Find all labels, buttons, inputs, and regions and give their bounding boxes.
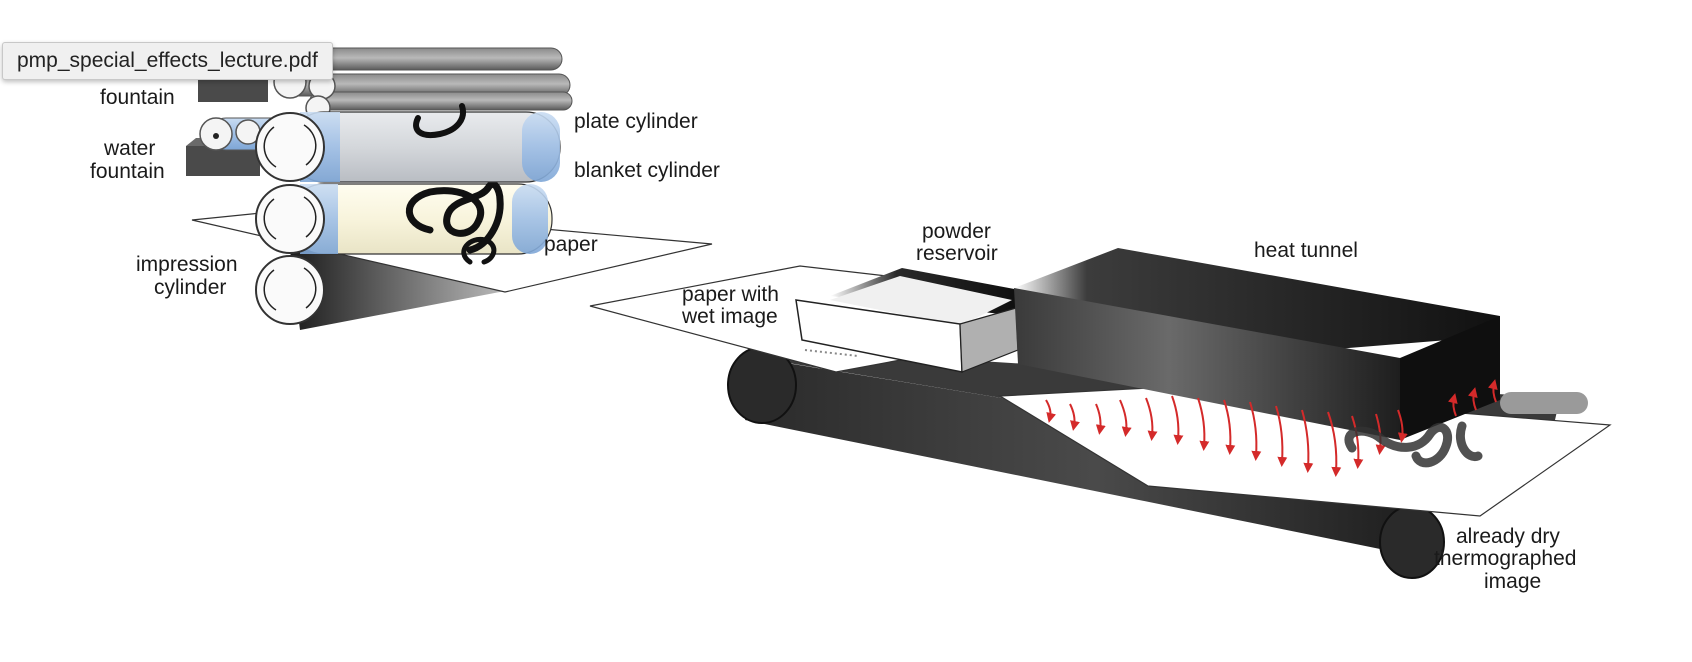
thermography-unit xyxy=(589,248,1612,579)
label-plate-cylinder: plate cylinder xyxy=(574,110,698,133)
blanket-cylinder-end-band xyxy=(512,184,548,254)
conveyor-belt-body xyxy=(745,360,1445,555)
label-impression-cylinder-line2: cylinder xyxy=(154,276,226,299)
label-water-fountain-line2: fountain xyxy=(90,160,165,183)
ink-roller xyxy=(309,91,573,111)
label-heat-tunnel: heat tunnel xyxy=(1254,239,1358,262)
heat-arrow xyxy=(1249,401,1262,461)
heat-arrow xyxy=(1275,405,1288,467)
label-dry-image-line3: image xyxy=(1484,570,1541,593)
blanket-cylinder-end xyxy=(255,184,325,254)
blanket-ink-image xyxy=(405,180,504,254)
heat-arrow xyxy=(1487,379,1498,403)
heat-arrow xyxy=(1069,403,1080,431)
label-dry-image-line2: thermographed xyxy=(1434,547,1576,570)
heat-arrow xyxy=(1397,409,1408,443)
rotation-arrow xyxy=(263,269,277,311)
heat-tunnel-front xyxy=(1014,288,1400,440)
heat-arrow xyxy=(1467,387,1478,411)
paper-printed-image xyxy=(461,236,497,265)
heat-arrow xyxy=(1223,399,1236,455)
heat-arrow xyxy=(1171,395,1184,445)
heat-arrow xyxy=(1119,399,1132,437)
label-dry-image-line1: already dry xyxy=(1456,525,1560,548)
rotation-arrow xyxy=(263,198,277,240)
heat-arrow xyxy=(1045,399,1057,423)
heat-arrow xyxy=(1351,415,1364,469)
plate-cylinder-end-band xyxy=(522,112,560,182)
heat-arrow xyxy=(1327,411,1342,477)
heat-arrow xyxy=(1301,409,1314,473)
rotation-arrow xyxy=(263,126,277,168)
filename-tooltip: pmp_special_effects_lecture.pdf xyxy=(2,42,333,80)
water-fountain-block xyxy=(186,146,260,176)
label-impression-cylinder-line1: impression xyxy=(136,253,238,276)
plate-cylinder-end xyxy=(255,112,325,182)
water-roller-dot xyxy=(213,133,219,139)
impression-cylinder-end xyxy=(255,255,325,325)
rotation-arrow xyxy=(303,124,317,166)
conveyor-roller-rear xyxy=(1500,392,1588,414)
label-paper-wet-line1: paper with xyxy=(682,283,779,306)
diagram-labels: fountain water fountain impression cylin… xyxy=(90,86,1576,593)
label-ink-fountain: fountain xyxy=(100,86,175,109)
label-paper-wet-line2: wet image xyxy=(681,305,778,328)
rotation-arrow xyxy=(303,196,317,238)
heat-arrow xyxy=(1095,403,1106,435)
plate-ink-image xyxy=(413,103,466,138)
label-water-fountain-line1: water xyxy=(103,137,155,160)
ink-fountain-block xyxy=(198,78,268,102)
label-powder-reservoir-line2: reservoir xyxy=(916,242,998,265)
powder-dots xyxy=(804,349,859,357)
label-powder-reservoir-line1: powder xyxy=(922,220,991,243)
heat-arrows xyxy=(1045,379,1498,477)
heat-arrow xyxy=(1197,397,1210,451)
offset-press xyxy=(186,47,713,330)
powder-reservoir-inner xyxy=(830,276,1012,326)
label-paper: paper xyxy=(544,233,598,256)
heat-arrow xyxy=(1145,397,1158,441)
thermographed-image xyxy=(1344,421,1483,468)
rotation-arrow xyxy=(303,267,317,309)
heat-arrow xyxy=(1447,393,1458,417)
label-blanket-cylinder: blanket cylinder xyxy=(574,159,720,182)
